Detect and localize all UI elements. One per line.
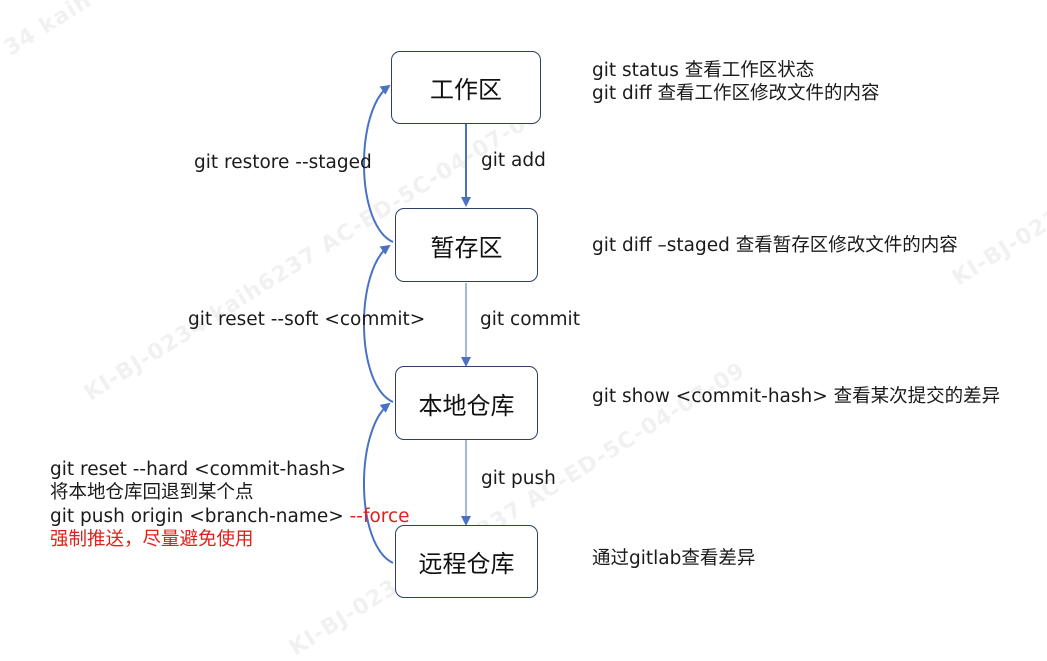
connector-lines (363, 84, 471, 564)
local-repo-label: 本地仓库 (418, 391, 515, 420)
label-git-add: git add (481, 150, 546, 171)
remote-repo-label: 远程仓库 (418, 550, 515, 578)
arrow-reset-soft (363, 244, 394, 403)
note-gitlab: 通过gitlab查看差异 (592, 548, 756, 569)
force-push-command: git push origin <branch-name> (50, 506, 344, 527)
label-git-commit: git commit (480, 309, 580, 330)
note-git-diff: git diff 查看工作区修改文件的内容 (592, 83, 880, 104)
arrow-restore (363, 84, 394, 243)
label-git-reset-hard: git reset --hard <commit-hash> (50, 459, 347, 480)
note-git-diff-staged: git diff –staged 查看暂存区修改文件的内容 (592, 235, 958, 256)
label-reset-hard-desc: 将本地仓库回退到某个点 (50, 482, 254, 503)
label-git-reset-soft: git reset --soft <commit> (188, 309, 426, 330)
label-git-restore: git restore --staged (194, 152, 372, 173)
staging-box: 暂存区 (395, 208, 538, 282)
arrow-reset-hard (363, 402, 394, 564)
workspace-label: 工作区 (430, 76, 502, 104)
label-git-push: git push (481, 468, 556, 489)
remote-repo-box: 远程仓库 (395, 525, 538, 598)
note-git-show: git show <commit-hash> 查看某次提交的差异 (592, 386, 1001, 407)
local-repo-box: 本地仓库 (395, 366, 538, 440)
workspace-box: 工作区 (391, 51, 541, 124)
label-force-push: git push origin <branch-name> --force (50, 505, 410, 528)
staging-label: 暂存区 (430, 233, 503, 262)
note-git-status: git status 查看工作区状态 (592, 60, 815, 81)
label-force-warning: 强制推送，尽量避免使用 (50, 529, 254, 550)
force-flag: --force (349, 506, 410, 527)
